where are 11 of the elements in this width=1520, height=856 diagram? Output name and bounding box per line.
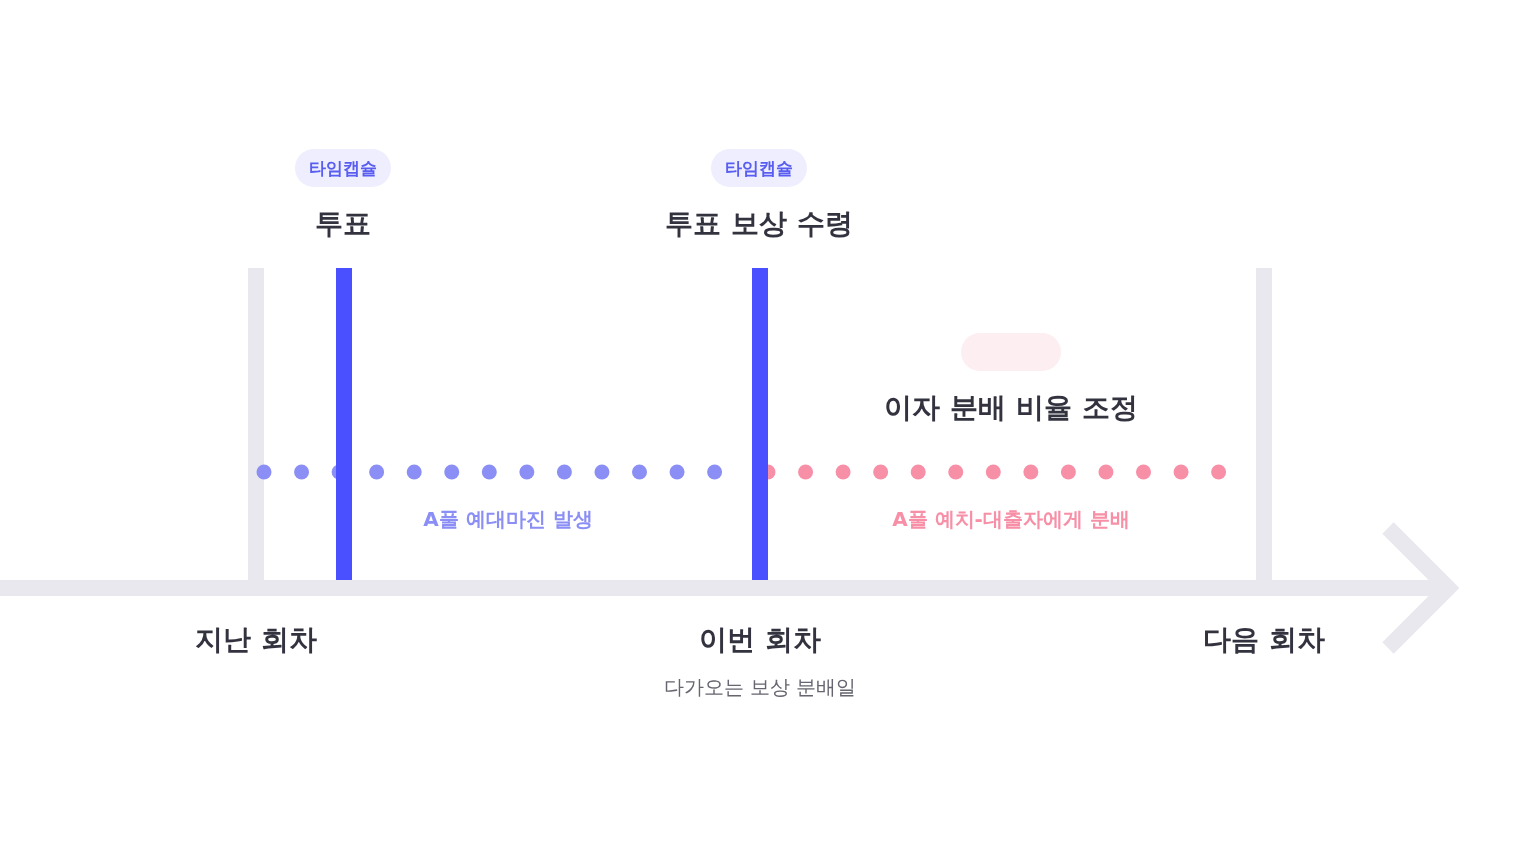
round-label: 이번 회차 <box>699 622 821 658</box>
period-label: A풀 예대마진 발생 <box>423 505 593 533</box>
round-caption: 다가오는 보상 분배일 <box>663 673 857 701</box>
tag-badge: 타임캡슐 <box>295 149 391 187</box>
tag-badge: 타임캡슐 <box>711 149 807 187</box>
period-label: A풀 예치-대출자에게 분배 <box>892 505 1130 533</box>
event-title: 투표 보상 수령 <box>665 206 853 242</box>
round-label: 지난 회차 <box>195 622 317 658</box>
round-label: 다음 회차 <box>1203 622 1325 658</box>
event-title: 이자 분배 비율 조정 <box>884 390 1138 426</box>
event-title: 투표 <box>315 206 371 242</box>
